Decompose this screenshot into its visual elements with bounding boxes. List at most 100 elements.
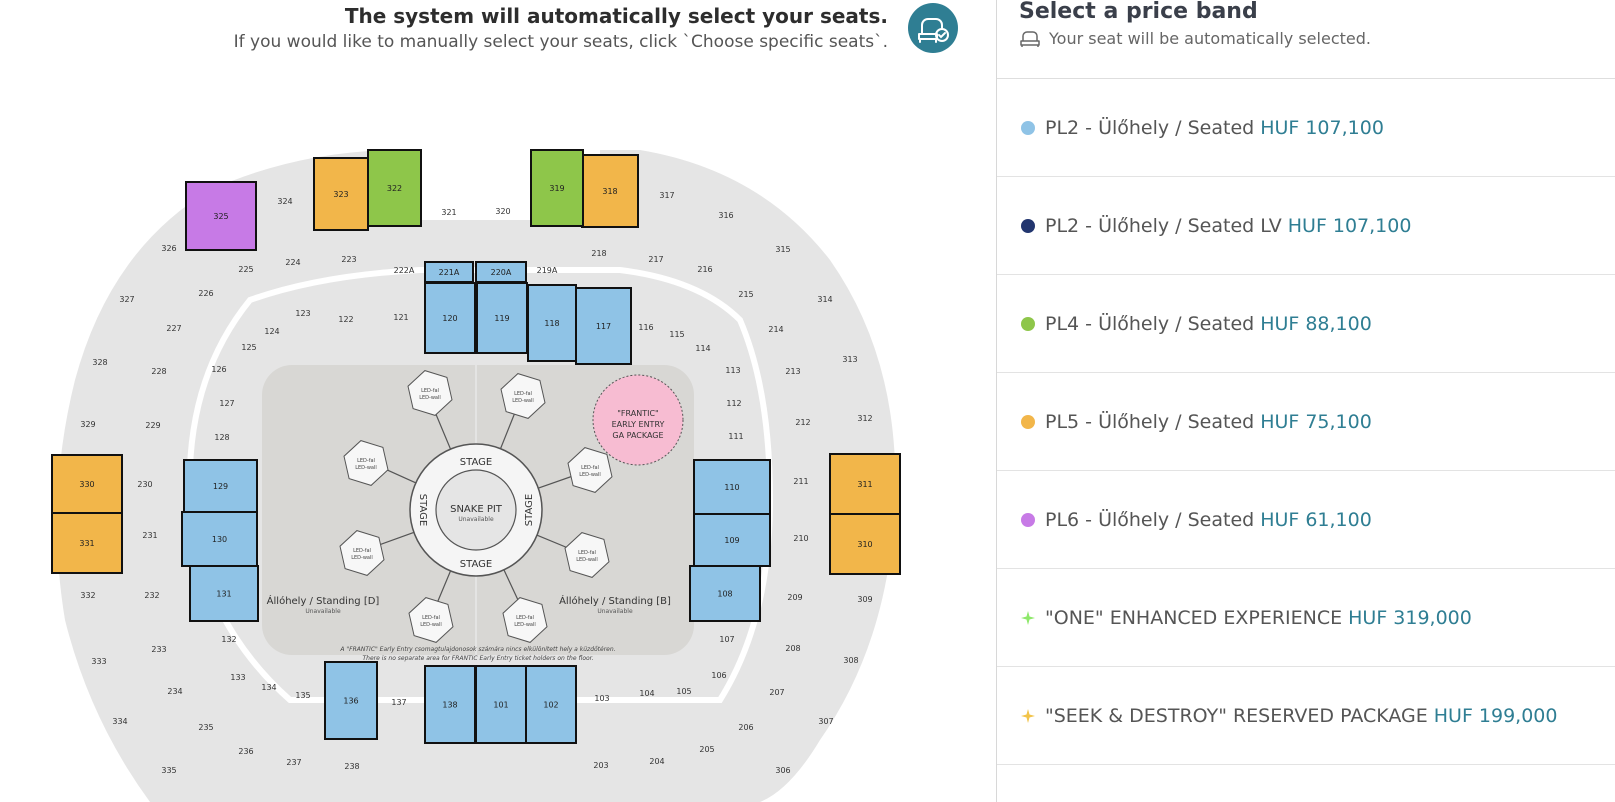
section-label-111: 111 — [728, 432, 743, 441]
section-label-307: 307 — [818, 717, 833, 726]
section-label-106: 106 — [711, 671, 726, 680]
price-band-currency: HUF — [1260, 312, 1300, 335]
section-118[interactable] — [527, 284, 577, 362]
section-label-133: 133 — [230, 673, 245, 682]
price-band-currency: HUF — [1433, 704, 1473, 727]
section-label-227: 227 — [166, 324, 181, 333]
section-label-314: 314 — [817, 295, 832, 304]
price-band-title: Select a price band — [1019, 0, 1258, 24]
section-label-208: 208 — [785, 644, 800, 653]
price-band-color-dot — [1021, 316, 1035, 331]
section-label-306: 306 — [775, 766, 790, 775]
section-325[interactable] — [185, 181, 257, 251]
section-117[interactable] — [575, 287, 632, 365]
section-label-321: 321 — [441, 208, 456, 217]
led-wall — [408, 597, 454, 643]
section-label: 319 — [549, 184, 564, 193]
section-label-235: 235 — [198, 723, 213, 732]
section-319[interactable] — [530, 149, 584, 227]
section-102[interactable] — [525, 665, 577, 744]
section-label-215: 215 — [738, 290, 753, 299]
led-wall — [339, 530, 385, 576]
section-label-205: 205 — [699, 745, 714, 754]
section-130[interactable] — [181, 511, 258, 567]
section-138[interactable] — [424, 665, 476, 744]
section-label-128: 128 — [214, 433, 229, 442]
section-label-223: 223 — [341, 255, 356, 264]
section-131[interactable] — [189, 565, 259, 622]
section-label-222A: 222A — [394, 266, 415, 275]
section-label: 101 — [493, 701, 508, 710]
section-label-229: 229 — [145, 421, 160, 430]
section-label-224: 224 — [285, 258, 300, 267]
led-wall-label-en: LED-wall — [576, 557, 598, 563]
arena-seat-map[interactable]: STAGE STAGE STAGE STAGE SNAKE PIT Unavai… — [0, 0, 996, 802]
section-label-217: 217 — [648, 255, 663, 264]
section-label-218: 218 — [591, 249, 606, 258]
section-label-206: 206 — [738, 723, 753, 732]
price-band-label: PL2 - Ülőhely / Seated — [1045, 116, 1255, 139]
price-band-price: 107,100 — [1332, 214, 1412, 237]
section-label: 136 — [343, 697, 358, 706]
section-label: 138 — [442, 701, 457, 710]
price-band-currency: HUF — [1287, 214, 1327, 237]
section-label: 325 — [213, 212, 228, 221]
section-label-113: 113 — [725, 366, 740, 375]
section-label-329: 329 — [80, 420, 95, 429]
auto-seat-icon[interactable] — [908, 3, 958, 53]
price-band-color-dot — [1021, 218, 1035, 233]
section-310[interactable] — [829, 513, 901, 575]
section-109[interactable] — [693, 513, 771, 567]
section-label-237: 237 — [286, 758, 301, 767]
section-label-213: 213 — [785, 367, 800, 376]
snake-pit-label: SNAKE PIT — [450, 504, 503, 515]
section-label-103: 103 — [594, 694, 609, 703]
section-101[interactable] — [475, 665, 527, 744]
section-label: 221A — [439, 268, 460, 277]
led-wall-label-en: LED-wall — [579, 472, 601, 478]
section-label-226: 226 — [198, 289, 213, 298]
section-label: 110 — [724, 483, 739, 492]
led-wall — [343, 440, 389, 486]
section-label: 117 — [596, 322, 611, 331]
section-label-209: 209 — [787, 593, 802, 602]
stage-label-top: STAGE — [460, 457, 492, 468]
section-label: 323 — [333, 190, 348, 199]
price-band-color-dot — [1021, 414, 1035, 429]
sparkle-icon — [1021, 610, 1035, 625]
section-311[interactable] — [829, 453, 901, 515]
led-wall-label-en: LED-wall — [420, 622, 442, 628]
price-band-color-dot — [1021, 512, 1035, 527]
standing-b-label: Állóhely / Standing [B] — [559, 594, 671, 607]
section-label-105: 105 — [676, 687, 691, 696]
section-label-116: 116 — [638, 323, 653, 332]
section-136[interactable] — [324, 661, 378, 740]
section-331[interactable] — [51, 512, 123, 574]
section-label-216: 216 — [697, 265, 712, 274]
section-label: 119 — [494, 314, 509, 323]
led-wall-label: LED-fal — [353, 548, 371, 554]
section-120[interactable] — [424, 282, 476, 354]
price-band-header: Select a price band Your seat will be au… — [997, 0, 1615, 79]
led-wall-label: LED-fal — [514, 391, 532, 397]
section-108[interactable] — [689, 565, 761, 622]
section-label-210: 210 — [793, 534, 808, 543]
led-wall — [564, 532, 610, 578]
section-label-313: 313 — [842, 355, 857, 364]
section-322[interactable] — [367, 149, 422, 227]
section-label: 331 — [79, 539, 94, 548]
section-110[interactable] — [693, 459, 771, 515]
section-label-127: 127 — [219, 399, 234, 408]
section-label-121: 121 — [393, 313, 408, 322]
frantic-line-1: "FRANTIC" — [617, 409, 658, 418]
price-band-currency: HUF — [1260, 116, 1300, 139]
